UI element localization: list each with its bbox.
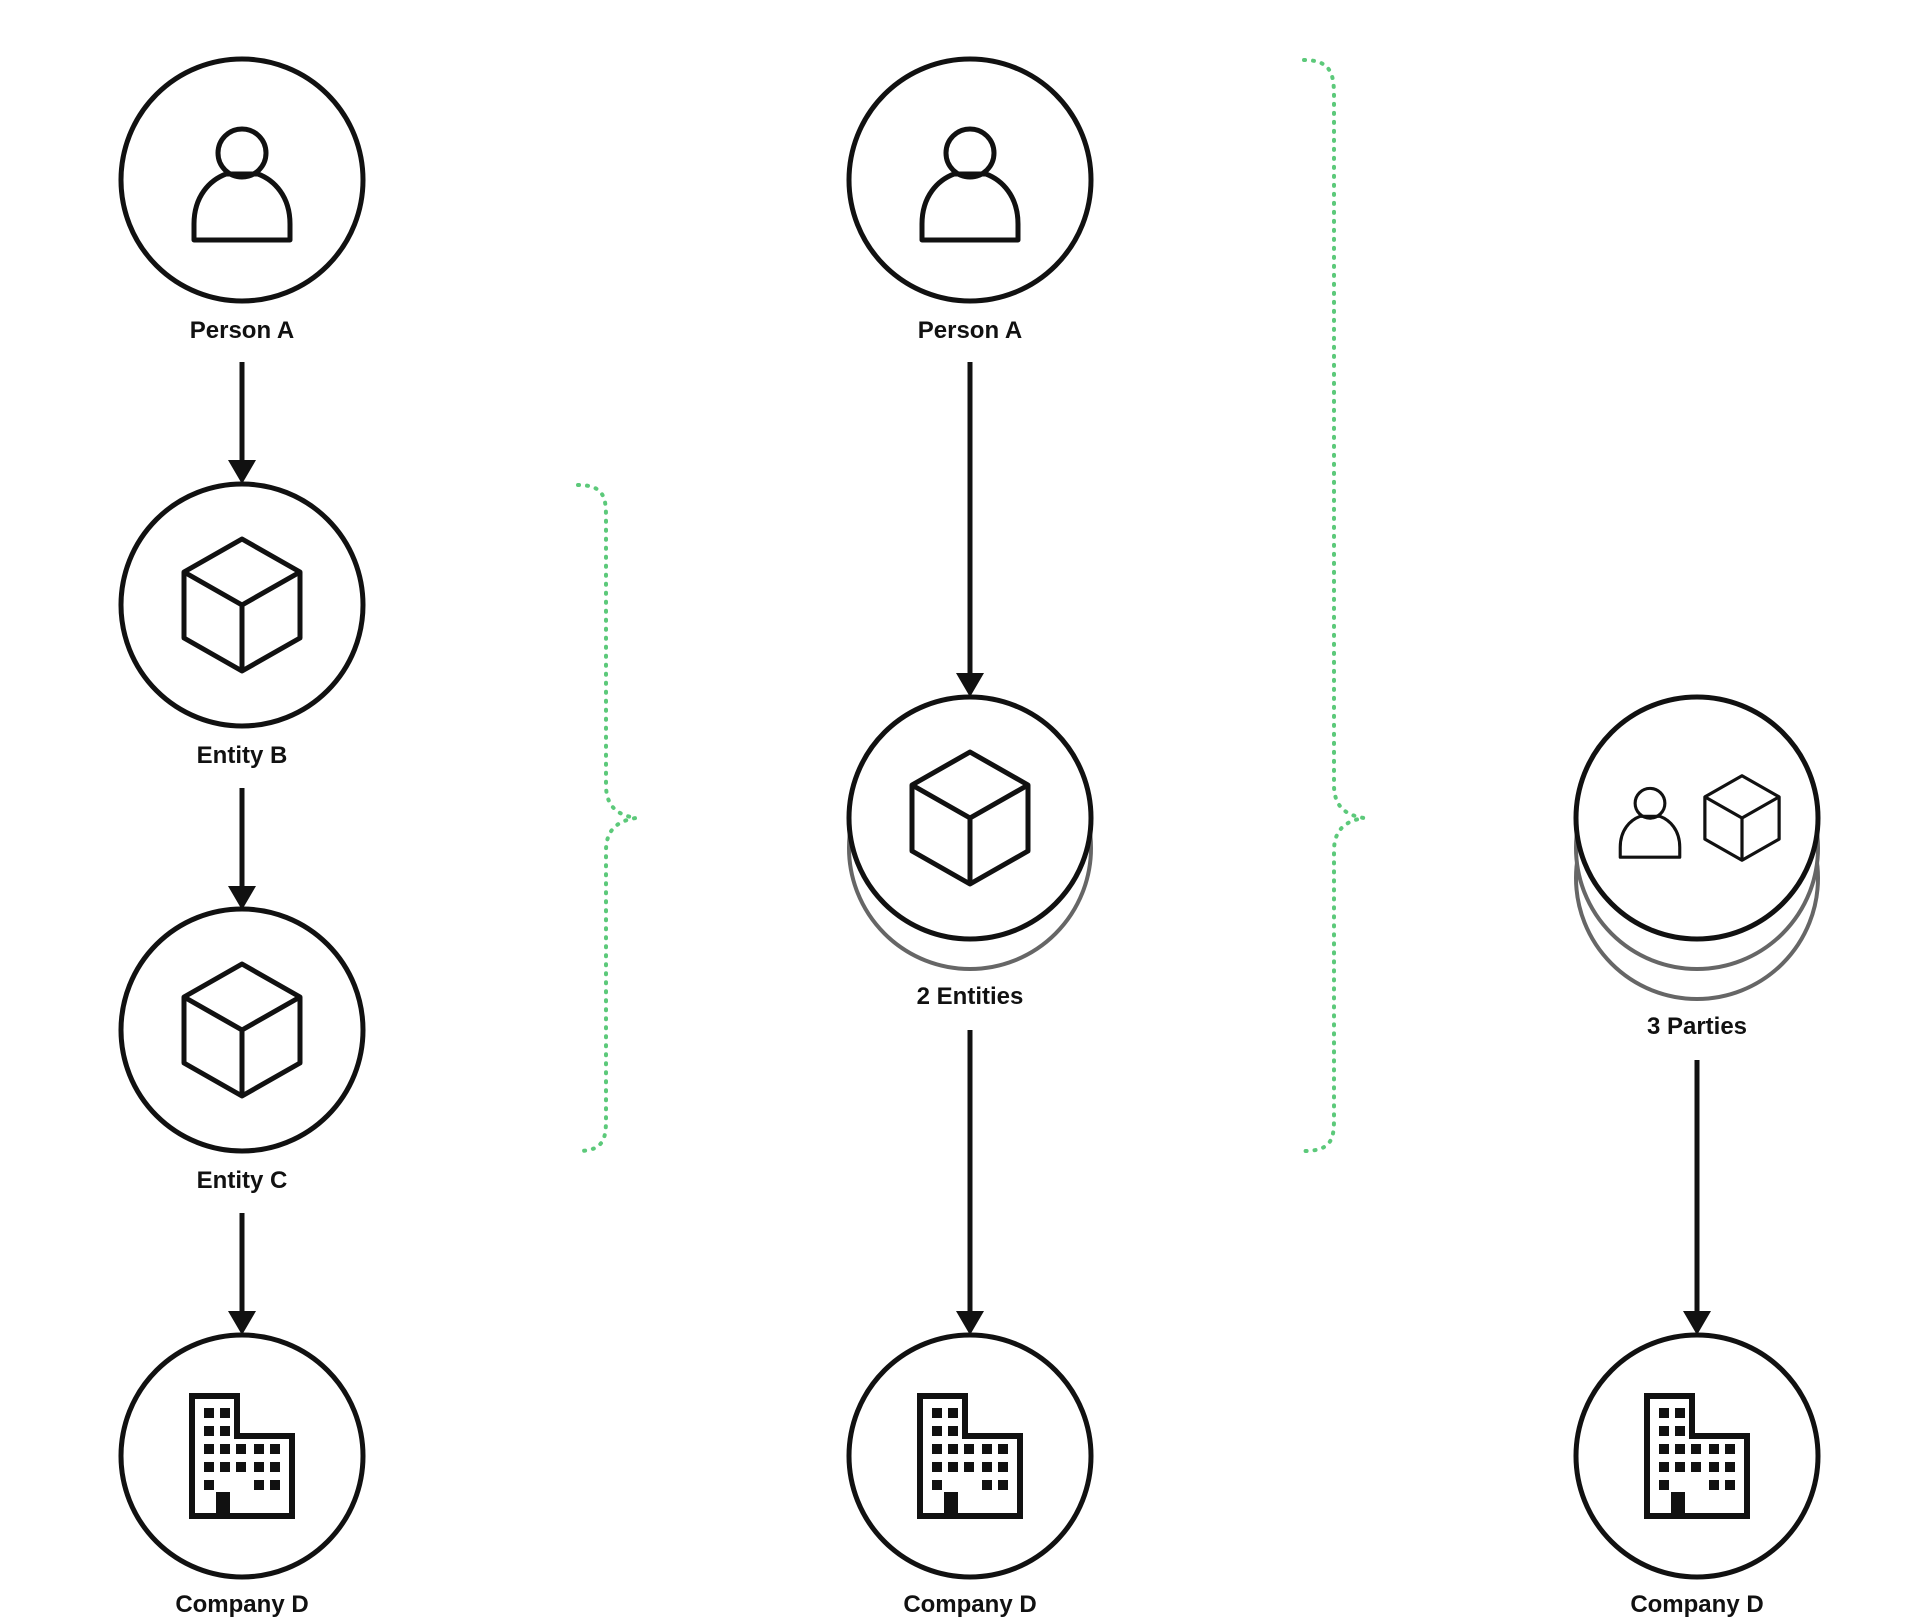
node-label: Entity B: [197, 742, 288, 769]
node-label: Person A: [190, 317, 294, 344]
node-label: 2 Entities: [917, 983, 1024, 1010]
node-entity-c: Entity C: [118, 906, 366, 1194]
node-person-a: Person A: [118, 56, 366, 344]
arrow: [228, 362, 256, 484]
node-person-a: Person A: [846, 56, 1094, 344]
arrow: [956, 362, 984, 697]
node-label: Entity C: [197, 1167, 288, 1194]
node-company-d: Company D: [118, 1332, 366, 1618]
node-company-d: Company D: [846, 1332, 1094, 1618]
node-entity-b: Entity B: [118, 481, 366, 769]
node-label: Company D: [175, 1591, 308, 1618]
grouping-brace-middle: [1302, 58, 1365, 1153]
column-2: Person A 2 Entities Company D: [846, 56, 1094, 1618]
arrow: [956, 1030, 984, 1335]
node-3-parties: 3 Parties: [1573, 694, 1821, 1040]
grouping-brace-left: [576, 483, 637, 1153]
column-1: Person A Entity B Entity C Company D: [118, 56, 366, 1618]
node-label: Company D: [1630, 1591, 1763, 1618]
column-3: 3 Parties Company D: [1573, 694, 1821, 1618]
node-label: Person A: [918, 317, 1022, 344]
node-company-d: Company D: [1573, 1332, 1821, 1618]
node-2-entities: 2 Entities: [846, 694, 1094, 1010]
node-label: 3 Parties: [1647, 1013, 1747, 1040]
arrow: [1683, 1060, 1711, 1335]
node-label: Company D: [903, 1591, 1036, 1618]
arrow: [228, 1213, 256, 1335]
arrow: [228, 788, 256, 910]
